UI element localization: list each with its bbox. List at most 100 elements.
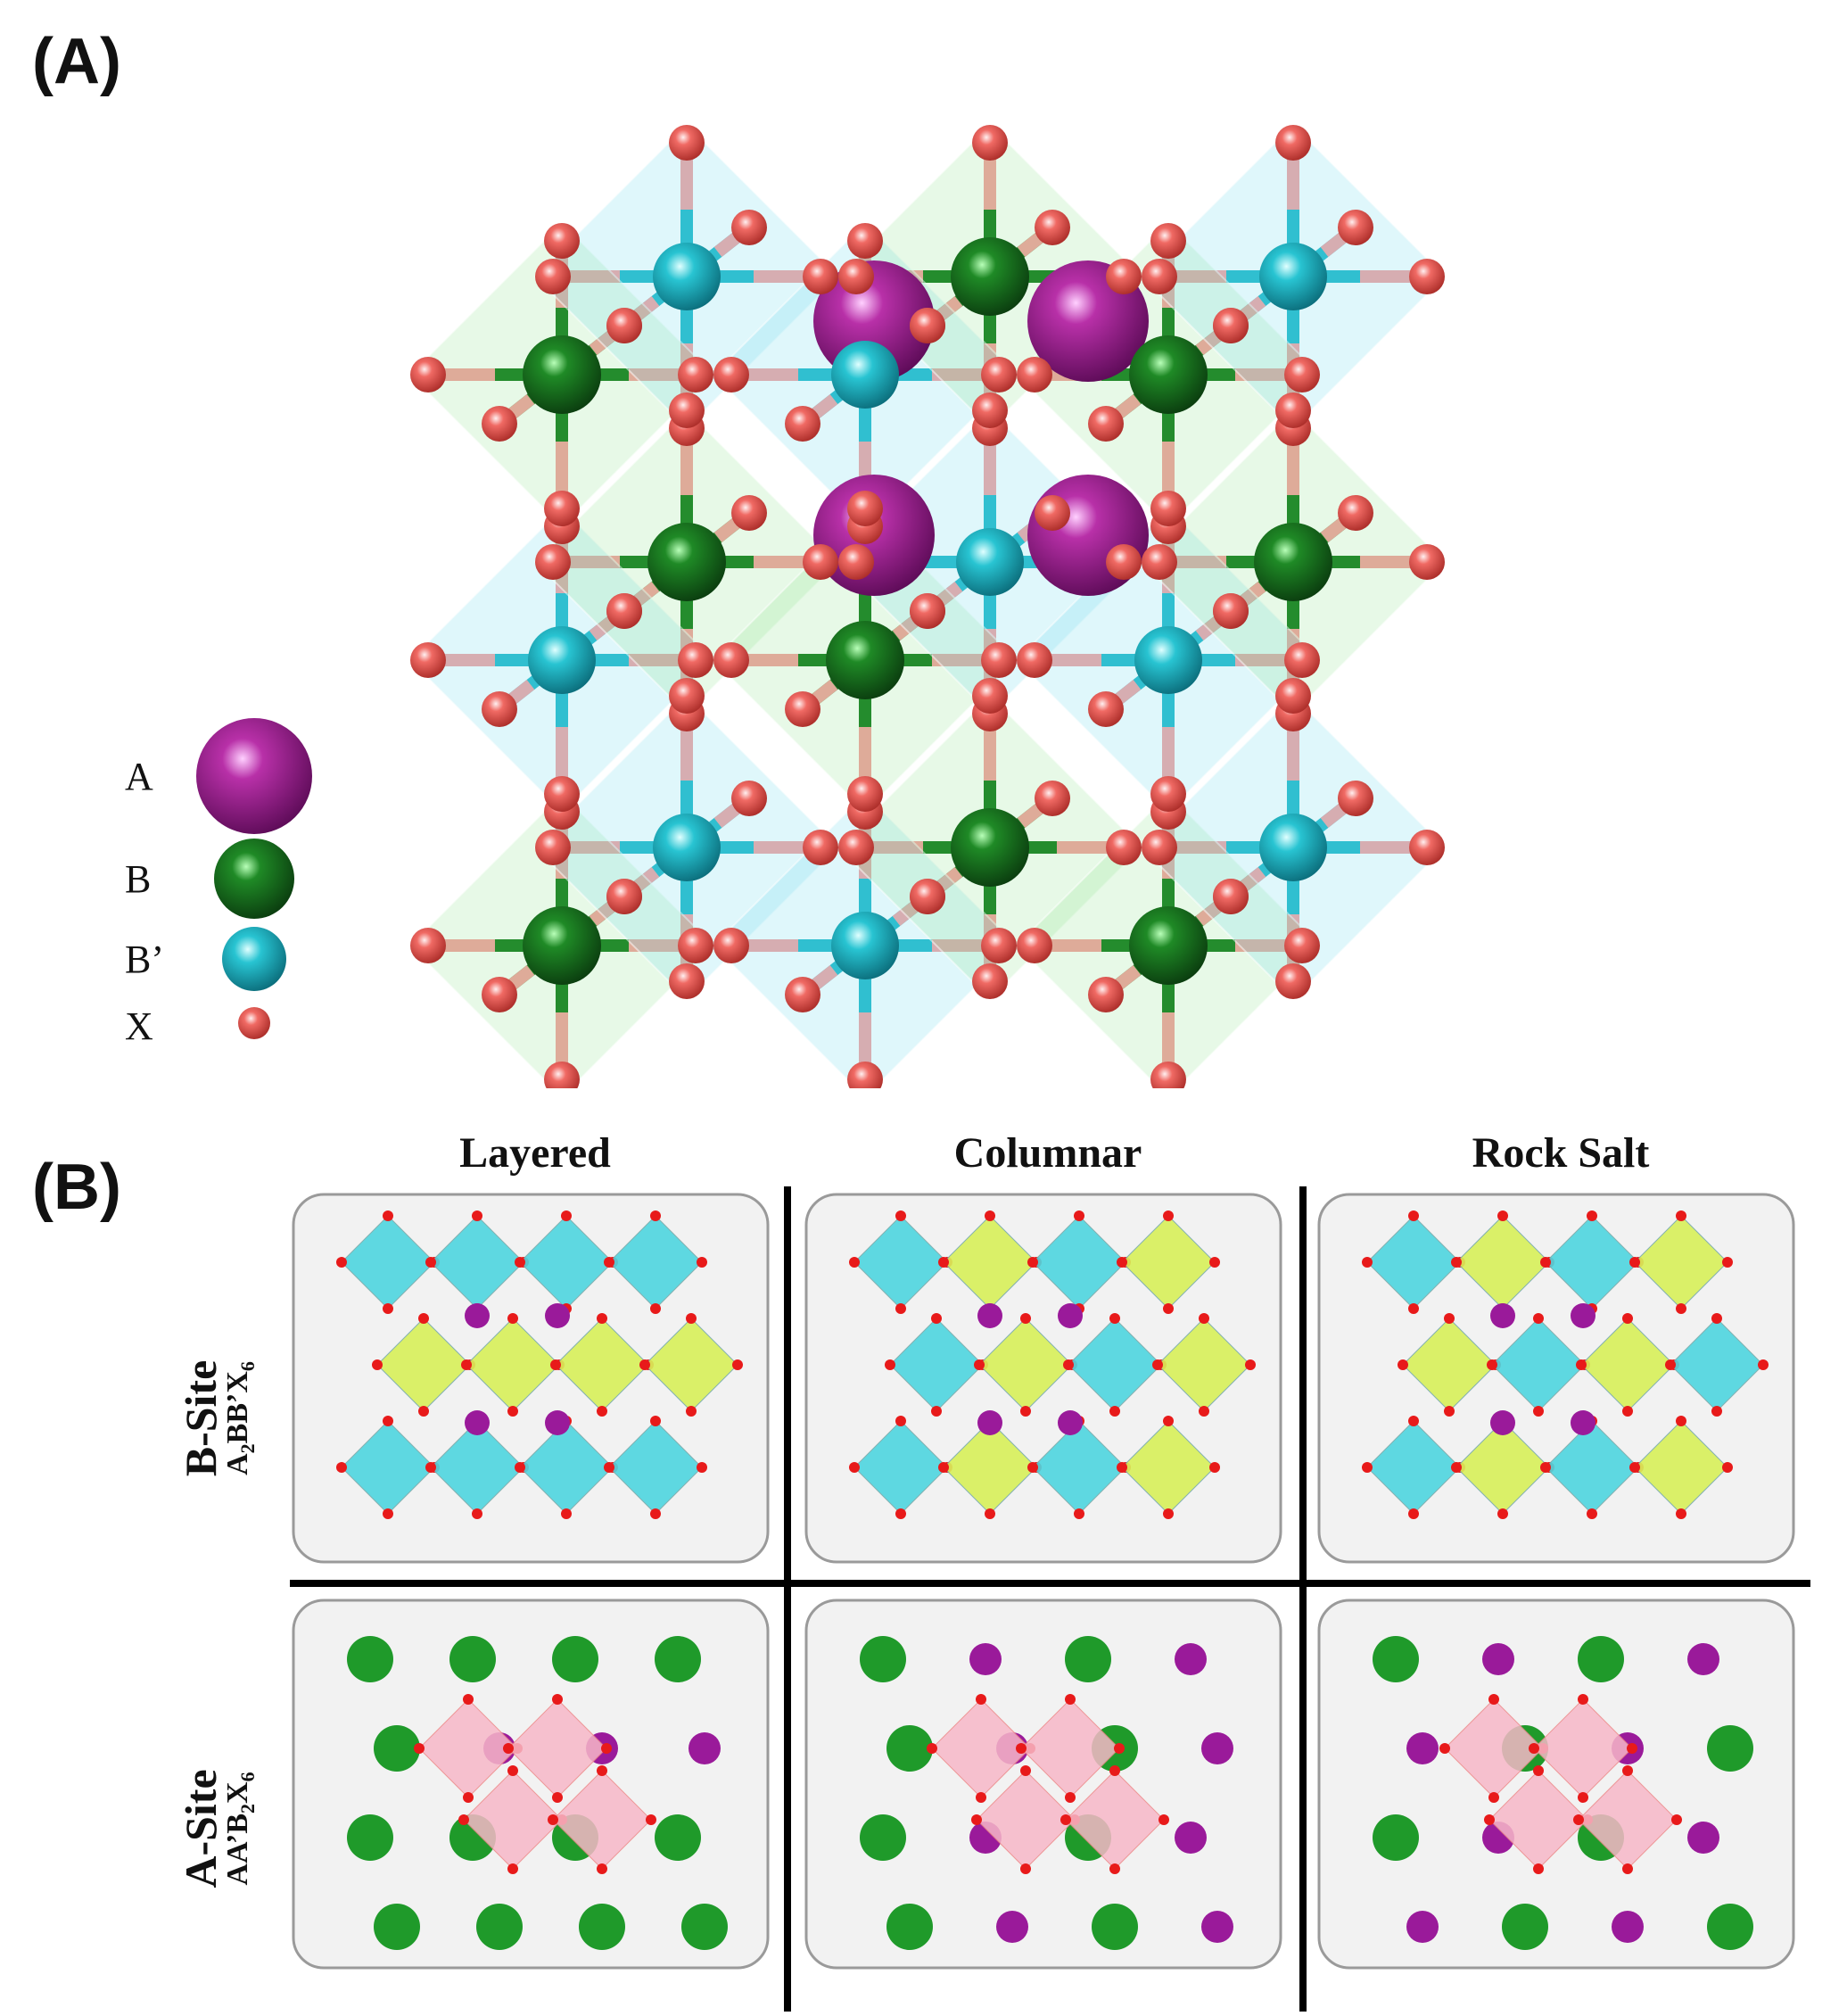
x-anion-atom xyxy=(1150,776,1186,812)
x-anion-atom xyxy=(414,1743,425,1754)
x-anion-atom xyxy=(1284,357,1320,392)
x-anion-atom xyxy=(1114,1743,1125,1754)
x-anion-atom xyxy=(646,1814,656,1825)
b-site-atom xyxy=(523,335,601,414)
x-anion-atom xyxy=(1362,1462,1373,1473)
row-header-b-site: B-Site A2BB’X6 xyxy=(176,1258,303,1579)
x-anion-atom xyxy=(1213,879,1249,914)
a-prime-site-atom xyxy=(1201,1732,1233,1764)
x-anion-atom xyxy=(895,1303,906,1314)
a-site-atom xyxy=(860,1636,906,1682)
x-anion-atom xyxy=(1163,1210,1174,1221)
a-site-atom xyxy=(1058,1410,1083,1435)
legend-label-x: X xyxy=(125,1004,153,1048)
x-anion-atom xyxy=(847,223,883,259)
x-anion-atom xyxy=(1027,1257,1038,1268)
x-anion-atom xyxy=(1209,1462,1220,1473)
x-anion-atom xyxy=(1150,1062,1186,1088)
x-anion-atom xyxy=(1020,1765,1031,1776)
x-anion-atom xyxy=(410,357,446,392)
a-site-atom xyxy=(374,1904,420,1950)
x-anion-atom xyxy=(731,210,767,245)
x-anion-atom xyxy=(383,1210,393,1221)
x-anion-atom xyxy=(1142,544,1177,580)
x-anion-atom xyxy=(535,259,571,294)
a-site-atom xyxy=(1065,1636,1111,1682)
x-anion-atom xyxy=(732,1359,743,1370)
x-anion-atom xyxy=(1284,928,1320,963)
x-anion-atom xyxy=(507,1765,518,1776)
panel-b-label: (B) xyxy=(32,1152,121,1223)
x-anion-atom xyxy=(686,1406,697,1417)
x-anion-atom xyxy=(838,259,874,294)
x-anion-atom xyxy=(597,1863,607,1874)
x-anion-atom xyxy=(678,357,713,392)
a-site-atom xyxy=(1373,1636,1419,1682)
x-anion-atom xyxy=(1106,544,1142,580)
x-anion-atom xyxy=(1722,1257,1733,1268)
bprime-site-atom xyxy=(653,243,721,310)
x-anion-atom xyxy=(885,1359,895,1370)
x-anion-atom xyxy=(981,642,1017,678)
x-anion-atom xyxy=(1065,1694,1076,1705)
x-anion-atom xyxy=(418,1406,429,1417)
a-site-atom xyxy=(681,1904,728,1950)
x-anion-atom xyxy=(669,963,705,999)
x-anion-atom xyxy=(669,125,705,161)
x-anion-atom xyxy=(597,1765,607,1776)
column-header-layered: Layered xyxy=(459,1129,611,1177)
a-site-atom xyxy=(374,1725,420,1772)
x-anion-atom xyxy=(482,406,517,442)
a-site-atom xyxy=(579,1904,625,1950)
x-anion-atom xyxy=(410,928,446,963)
a-site-atom xyxy=(977,1303,1002,1328)
x-anion-atom xyxy=(463,1792,474,1803)
x-anion-atom xyxy=(1142,259,1177,294)
structure-cell-0 xyxy=(290,1191,771,1566)
x-anion-atom xyxy=(697,1462,707,1473)
a-site-atom xyxy=(476,1904,523,1950)
structure-cell-5 xyxy=(1315,1597,1797,1971)
row-formula-a-site: AA’B2X6 xyxy=(221,1772,259,1886)
x-anion-atom xyxy=(669,392,705,428)
x-anion-atom xyxy=(1409,259,1445,294)
x-anion-atom xyxy=(669,678,705,714)
x-anion-atom xyxy=(678,642,713,678)
x-anion-atom xyxy=(410,642,446,678)
a-site-atom xyxy=(465,1410,490,1435)
x-anion-atom xyxy=(1484,1814,1495,1825)
x-anion-atom xyxy=(731,495,767,531)
column-header-columnar: Columnar xyxy=(953,1129,1142,1177)
x-anion-atom xyxy=(1758,1359,1769,1370)
x-anion-atom xyxy=(976,1792,986,1803)
column-header-rock-salt: Rock Salt xyxy=(1472,1129,1650,1177)
x-anion-atom xyxy=(1622,1863,1633,1874)
x-anion-atom xyxy=(1088,406,1124,442)
x-anion-atom xyxy=(1163,1508,1174,1519)
x-anion-atom xyxy=(1587,1210,1597,1221)
x-anion-atom xyxy=(550,1359,561,1370)
x-anion-atom xyxy=(561,1210,572,1221)
x-anion-atom xyxy=(1063,1359,1074,1370)
x-anion-atom xyxy=(425,1462,436,1473)
structure-cell-1 xyxy=(803,1191,1284,1566)
structure-drawing xyxy=(292,1599,770,1970)
x-anion-atom xyxy=(1017,357,1052,392)
x-anion-atom xyxy=(1711,1313,1722,1324)
x-anion-atom xyxy=(1074,1508,1084,1519)
panel-a-label: (A) xyxy=(32,26,121,97)
grid-divider-horizontal xyxy=(290,1580,1810,1587)
x-anion-atom xyxy=(383,1303,393,1314)
a-site-atom xyxy=(1502,1904,1548,1950)
x-anion-atom xyxy=(938,1257,949,1268)
x-anion-atom xyxy=(972,678,1008,714)
x-anion-atom xyxy=(1533,1863,1544,1874)
b-site-atom xyxy=(951,237,1029,316)
x-anion-atom xyxy=(606,879,642,914)
a-prime-site-atom xyxy=(1175,1822,1207,1854)
bprime-site-atom xyxy=(831,912,899,979)
x-anion-atom xyxy=(1088,977,1124,1012)
legend-label-a: A xyxy=(125,755,153,798)
x-anion-atom xyxy=(1020,1863,1031,1874)
x-anion-atom xyxy=(981,928,1017,963)
